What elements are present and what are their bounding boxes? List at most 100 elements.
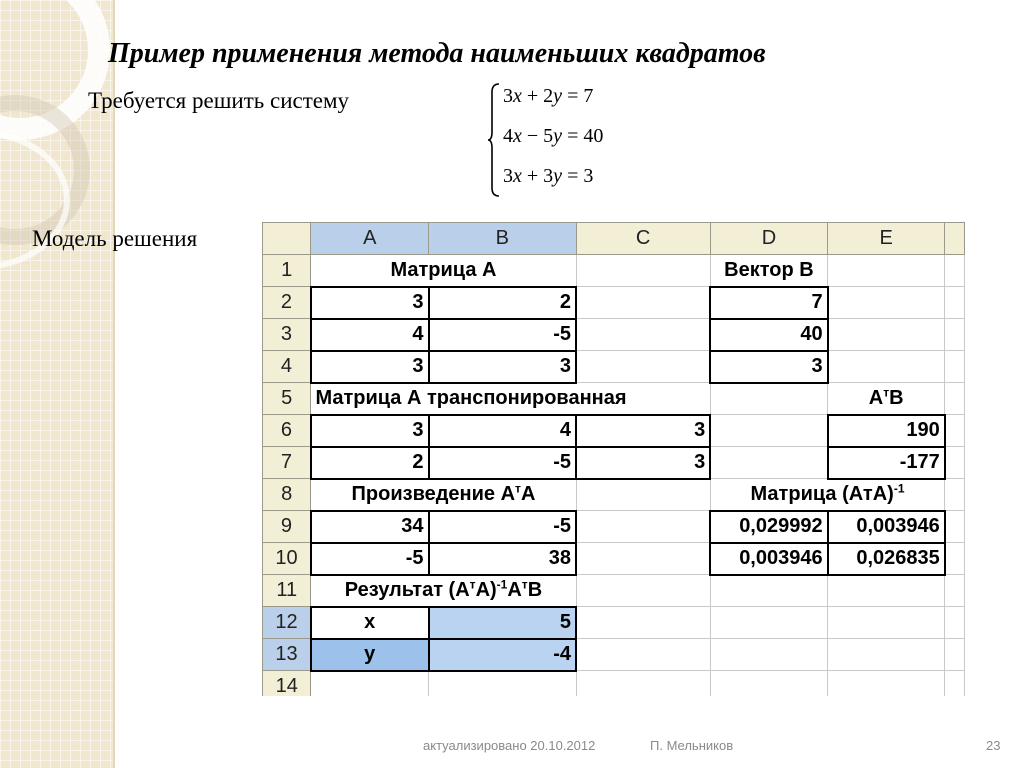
cell[interactable] xyxy=(575,350,711,383)
cell[interactable] xyxy=(944,638,965,671)
row-header[interactable]: 6 xyxy=(262,414,312,447)
cell[interactable] xyxy=(709,670,829,696)
cell[interactable]: 3 xyxy=(309,285,430,320)
cell[interactable]: 190 xyxy=(826,413,946,448)
row-header[interactable]: 12 xyxy=(262,606,312,639)
cell[interactable]: 2 xyxy=(309,445,430,480)
cell-result-value[interactable]: -4 xyxy=(427,637,578,672)
cell[interactable] xyxy=(944,254,965,287)
cell[interactable] xyxy=(827,606,946,639)
cell-result-var[interactable]: y xyxy=(309,637,430,672)
cell[interactable] xyxy=(944,478,965,511)
row-header[interactable]: 9 xyxy=(262,510,312,543)
cell[interactable]: 4 xyxy=(309,317,430,352)
cell[interactable] xyxy=(827,350,946,383)
cell[interactable]: 4 xyxy=(427,413,578,448)
cell[interactable] xyxy=(827,638,946,671)
column-header-c[interactable]: C xyxy=(575,222,711,255)
cell[interactable]: -5 xyxy=(427,509,578,544)
cell[interactable]: -5 xyxy=(427,317,578,352)
cell-result-heading[interactable]: Результат (AтA)-1AтB xyxy=(310,574,577,607)
cell[interactable] xyxy=(827,286,946,319)
cell[interactable] xyxy=(428,670,577,696)
cell-vector-b-heading[interactable]: Вектор В xyxy=(709,254,829,287)
cell[interactable]: -5 xyxy=(427,445,578,480)
cell[interactable] xyxy=(944,542,965,575)
cell[interactable]: 0,026835 xyxy=(826,541,946,576)
cell[interactable] xyxy=(944,318,965,351)
cell[interactable]: 3 xyxy=(574,445,712,480)
cell[interactable] xyxy=(575,606,711,639)
cell-inverse-heading[interactable]: Матрица (АтА)-1 xyxy=(709,478,946,511)
cell[interactable]: 0,003946 xyxy=(826,509,946,544)
cell[interactable] xyxy=(709,382,829,415)
cell[interactable] xyxy=(944,350,965,383)
select-all-corner[interactable] xyxy=(262,222,312,255)
column-header-f[interactable] xyxy=(944,222,965,255)
cell-matrix-at-heading[interactable]: Матрица А транспонированная xyxy=(310,382,711,415)
cell[interactable] xyxy=(575,254,711,287)
cell[interactable] xyxy=(575,510,711,543)
cell[interactable] xyxy=(709,574,829,607)
row-header[interactable]: 1 xyxy=(262,254,312,287)
row-header[interactable]: 2 xyxy=(262,286,312,319)
cell-product-heading[interactable]: Произведение AтA xyxy=(310,478,577,511)
column-header-d[interactable]: D xyxy=(709,222,829,255)
row-header[interactable]: 8 xyxy=(262,478,312,511)
cell[interactable] xyxy=(944,286,965,319)
cell-atb-heading[interactable]: AтB xyxy=(827,382,946,415)
column-header-b[interactable]: B xyxy=(428,222,577,255)
cell[interactable]: 3 xyxy=(427,349,578,384)
cell-result-var[interactable]: x xyxy=(309,605,430,640)
cell-result-value[interactable]: 5 xyxy=(427,605,578,640)
cell[interactable] xyxy=(944,510,965,543)
row-header[interactable]: 5 xyxy=(262,382,312,415)
row-header[interactable]: 3 xyxy=(262,318,312,351)
row-header[interactable]: 13 xyxy=(262,638,312,671)
cell[interactable]: 3 xyxy=(574,413,712,448)
row-header[interactable]: 11 xyxy=(262,574,312,607)
cell[interactable] xyxy=(827,318,946,351)
cell[interactable]: 34 xyxy=(309,509,430,544)
cell[interactable] xyxy=(575,478,711,511)
cell[interactable]: 2 xyxy=(427,285,578,320)
cell[interactable] xyxy=(944,382,965,415)
cell[interactable]: 3 xyxy=(309,413,430,448)
cell[interactable] xyxy=(310,670,430,696)
cell[interactable] xyxy=(827,670,946,696)
cell[interactable] xyxy=(944,446,965,479)
cell[interactable] xyxy=(575,574,711,607)
cell[interactable] xyxy=(944,574,965,607)
cell[interactable] xyxy=(575,638,711,671)
cell[interactable]: 40 xyxy=(709,317,829,352)
cell[interactable] xyxy=(709,638,829,671)
row-header[interactable]: 14 xyxy=(262,670,312,696)
row-header[interactable]: 10 xyxy=(262,542,312,575)
cell[interactable] xyxy=(944,670,965,696)
cell[interactable]: 3 xyxy=(709,349,829,384)
cell[interactable]: 3 xyxy=(309,349,430,384)
cell[interactable]: 0,029992 xyxy=(709,509,829,544)
cell[interactable] xyxy=(827,574,946,607)
cell[interactable]: 38 xyxy=(427,541,578,576)
cell-matrix-a-heading[interactable]: Матрица А xyxy=(310,254,577,287)
cell[interactable] xyxy=(944,606,965,639)
cell[interactable] xyxy=(575,318,711,351)
cell[interactable] xyxy=(575,542,711,575)
row-header[interactable]: 4 xyxy=(262,350,312,383)
cell[interactable] xyxy=(944,414,965,447)
cell[interactable] xyxy=(709,606,829,639)
cell[interactable]: 0,003946 xyxy=(709,541,829,576)
cell[interactable]: 7 xyxy=(709,285,829,320)
spreadsheet[interactable]: A B C D E 1 Матрица А Вектор В 2 3 2 7 3… xyxy=(262,222,965,696)
cell[interactable] xyxy=(827,254,946,287)
cell[interactable]: -5 xyxy=(309,541,430,576)
row-header[interactable]: 7 xyxy=(262,446,312,479)
cell[interactable] xyxy=(575,670,711,696)
cell[interactable]: -177 xyxy=(826,445,946,480)
cell[interactable] xyxy=(575,286,711,319)
column-header-a[interactable]: A xyxy=(310,222,430,255)
cell[interactable] xyxy=(709,446,829,479)
cell[interactable] xyxy=(709,414,829,447)
column-header-e[interactable]: E xyxy=(827,222,946,255)
